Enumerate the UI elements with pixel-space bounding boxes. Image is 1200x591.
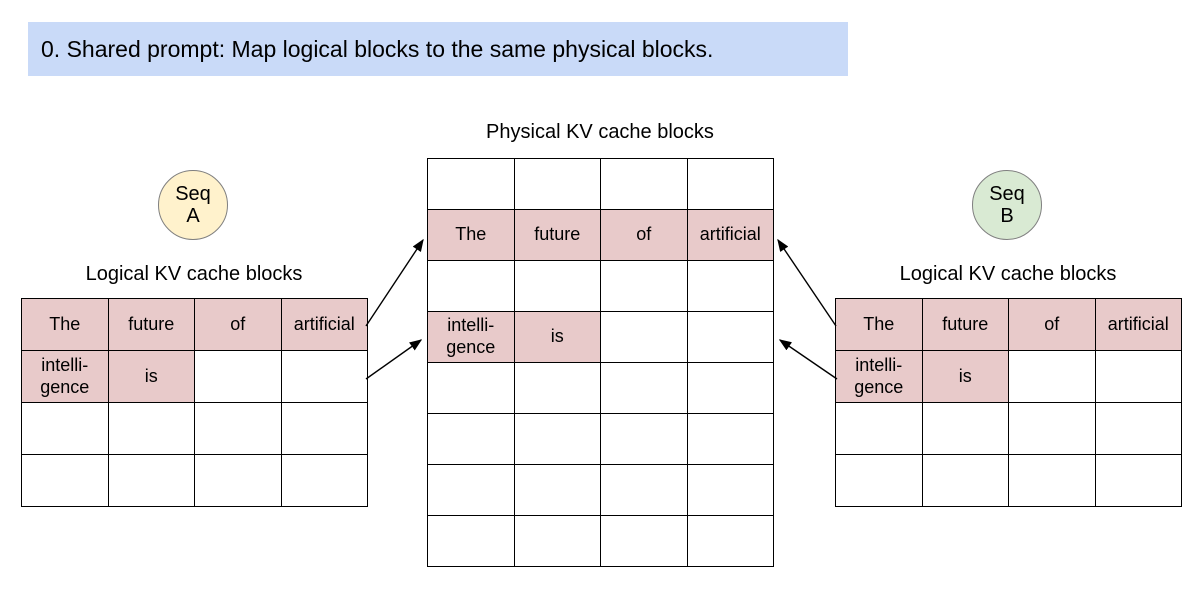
kv-cell: The [22, 299, 109, 351]
kv-cell-empty [1009, 455, 1096, 507]
arrow-seqb-row1-to-physical [777, 238, 837, 327]
kv-cell-empty [687, 363, 774, 414]
kv-cell: The [836, 299, 923, 351]
kv-cell: is [108, 351, 195, 403]
kv-cell: future [922, 299, 1009, 351]
banner-text: 0. Shared prompt: Map logical blocks to … [41, 35, 714, 62]
kv-cell-empty [601, 159, 688, 210]
kv-cell-empty [601, 363, 688, 414]
kv-cell-empty [281, 403, 368, 455]
banner: 0. Shared prompt: Map logical blocks to … [28, 22, 848, 76]
arrow-seqa-row2-to-physical [365, 339, 423, 380]
kv-cell-empty [1095, 455, 1182, 507]
kv-cell: is [922, 351, 1009, 403]
kv-cell-empty [428, 516, 515, 567]
kv-cell: of [195, 299, 282, 351]
kv-cell-empty [836, 455, 923, 507]
kv-cell-empty [428, 465, 515, 516]
kv-cell-empty [514, 414, 601, 465]
kv-cell: future [108, 299, 195, 351]
kv-cell-empty [1009, 351, 1096, 403]
kv-cell: is [514, 312, 601, 363]
kv-cell-empty [428, 159, 515, 210]
left-logical-table-title: Logical KV cache blocks [85, 263, 303, 285]
kv-cell: of [1009, 299, 1096, 351]
seq-a-label-line2: A [186, 205, 200, 227]
seq-b-label-line2: B [1000, 205, 1014, 227]
seq-b-badge: Seq B [972, 170, 1042, 240]
kv-cell: artificial [281, 299, 368, 351]
kv-cell-empty [687, 312, 774, 363]
kv-cell: artificial [1095, 299, 1182, 351]
kv-cell-empty [687, 159, 774, 210]
kv-cell: The [428, 210, 515, 261]
kv-cell: intelli- gence [22, 351, 109, 403]
kv-cell-empty [281, 455, 368, 507]
kv-cell-empty [428, 261, 515, 312]
kv-cell-empty [281, 351, 368, 403]
kv-cell-empty [1009, 403, 1096, 455]
kv-cell-empty [195, 455, 282, 507]
kv-cell: future [514, 210, 601, 261]
kv-cell-empty [601, 414, 688, 465]
kv-cell-empty [22, 403, 109, 455]
kv-cell-empty [514, 516, 601, 567]
kv-cell-empty [687, 465, 774, 516]
seq-a-badge: Seq A [158, 170, 228, 240]
seq-a-label-line1: Seq [175, 183, 211, 205]
kv-cell-empty [836, 403, 923, 455]
kv-cell-empty [428, 414, 515, 465]
right-logical-table-title: Logical KV cache blocks [899, 263, 1117, 285]
kv-cell: intelli- gence [836, 351, 923, 403]
kv-cell-empty [108, 455, 195, 507]
seq-b-label-line1: Seq [989, 183, 1025, 205]
kv-cell-empty [601, 465, 688, 516]
kv-cell-empty [428, 363, 515, 414]
kv-cell: of [601, 210, 688, 261]
kv-cell-empty [687, 261, 774, 312]
arrow-seqb-row2-to-physical [778, 339, 838, 380]
physical-table-title: Physical KV cache blocks [486, 121, 714, 143]
kv-cell-empty [195, 351, 282, 403]
kv-cell-empty [22, 455, 109, 507]
kv-cell-empty [514, 363, 601, 414]
kv-cell-empty [1095, 403, 1182, 455]
kv-cell-empty [922, 403, 1009, 455]
arrow-seqa-row1-to-physical [365, 238, 424, 327]
kv-cell-empty [601, 312, 688, 363]
kv-cell-empty [195, 403, 282, 455]
kv-cell-empty [922, 455, 1009, 507]
kv-cell-empty [687, 414, 774, 465]
kv-cell-empty [601, 261, 688, 312]
kv-cell-empty [514, 159, 601, 210]
kv-cell-empty [1095, 351, 1182, 403]
kv-cell-empty [514, 465, 601, 516]
kv-cell: intelli- gence [428, 312, 515, 363]
kv-cell-empty [108, 403, 195, 455]
kv-cell-empty [687, 516, 774, 567]
kv-cell-empty [514, 261, 601, 312]
kv-cell: artificial [687, 210, 774, 261]
kv-cell-empty [601, 516, 688, 567]
